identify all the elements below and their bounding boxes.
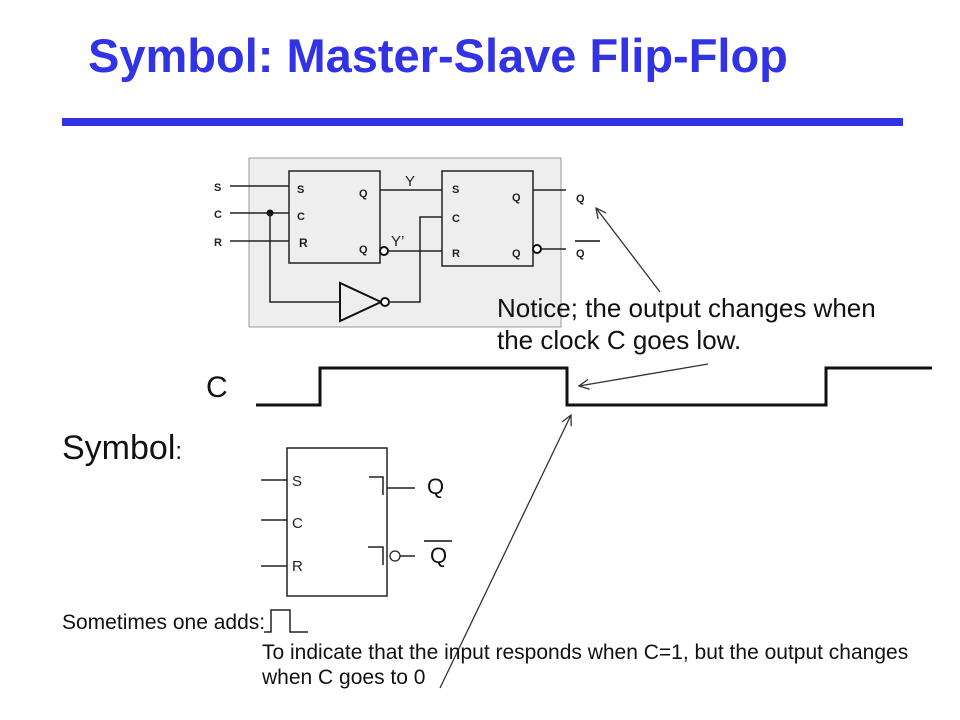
slave-label-c: C (452, 213, 460, 225)
input-label-c: C (214, 209, 222, 221)
note-lead: Sometimes one adds: (62, 611, 265, 634)
symbol-label-q-bar: Q (430, 543, 447, 568)
master-label-q: Q (359, 188, 368, 200)
symbol-heading-colon: : (175, 438, 182, 465)
slave-label-q-bar: Q (512, 248, 521, 260)
master-slave-circuit: S C R S C R Q Q Y Y’ S C R Q Q (214, 157, 600, 328)
note-line-2: when C goes to 0 (261, 666, 425, 689)
arrow-note-to-falling-edge (439, 415, 571, 689)
inverter-triangle (339, 281, 384, 323)
note-line-1: To indicate that the input responds when… (262, 641, 908, 664)
wire-inverted-clock (389, 216, 442, 303)
slave-q-bar-bubble (532, 244, 542, 254)
master-label-q-bar: Q (359, 244, 368, 256)
arrow-to-output (596, 208, 661, 293)
pulse-icon (264, 609, 308, 633)
clock-label: C (206, 371, 228, 404)
slave-latch-box (441, 170, 534, 267)
symbol-heading-word: Symbol (62, 429, 175, 467)
slave-label-r: R (452, 248, 460, 260)
wire-clock-to-inverter (269, 213, 340, 303)
master-label-c: C (297, 211, 305, 223)
page-title: Symbol: Master-Slave Flip-Flop (88, 29, 788, 82)
slave-label-q: Q (512, 192, 521, 204)
symbol-label-r: R (292, 558, 303, 575)
signal-label-y: Y (405, 173, 415, 190)
arrow-to-falling-edge (579, 363, 709, 386)
postponed-output-mark-q (369, 476, 384, 495)
output-label-q: Q (576, 193, 585, 205)
symbol-box (286, 447, 388, 597)
symbol-label-c: C (292, 515, 303, 532)
circuit-background (248, 157, 562, 328)
master-latch-box (288, 170, 381, 264)
master-label-s: S (297, 184, 304, 196)
annotation-line-1: Notice; the output changes when (497, 293, 876, 323)
symbol-label-q: Q (427, 474, 444, 499)
flip-flop-symbol: S C R Q Q (261, 447, 452, 597)
clock-waveform (256, 366, 932, 407)
inverter-bubble (380, 297, 390, 307)
symbol-heading: Symbol: (62, 429, 182, 467)
input-label-s: S (214, 182, 221, 194)
master-q-bar-bubble (379, 246, 389, 256)
annotation-line-2: the clock C goes low. (497, 325, 741, 355)
slave-label-s: S (452, 184, 459, 196)
input-label-r: R (214, 237, 222, 249)
symbol-label-s: S (292, 473, 302, 490)
output-label-q-bar: Q (576, 248, 585, 260)
symbol-q-bar-bubble (389, 550, 401, 562)
signal-label-y-bar: Y’ (391, 233, 404, 250)
title-underline (62, 118, 903, 126)
postponed-output-mark-q-bar (368, 546, 384, 565)
master-label-r: R (299, 236, 308, 250)
